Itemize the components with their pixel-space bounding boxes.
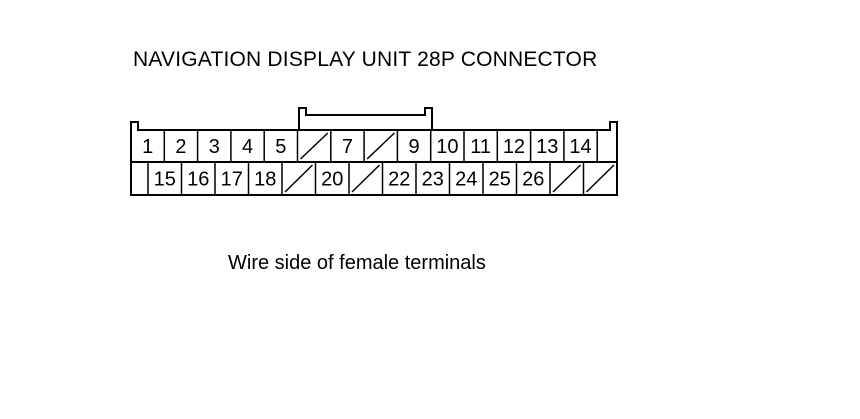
pin-label: 20: [321, 169, 343, 191]
connector-title: NAVIGATION DISPLAY UNIT 28P CONNECTOR: [133, 48, 598, 71]
pin-label: 18: [254, 169, 276, 191]
locking-tab: [298, 107, 433, 130]
pin-label: 11: [470, 136, 491, 158]
pin-label: 10: [436, 136, 458, 158]
empty-cavity-slash: [351, 164, 381, 193]
empty-cavity-slash: [552, 164, 582, 193]
pin-label: 13: [536, 136, 558, 158]
pin-label: 16: [187, 169, 209, 191]
pin-label: 17: [221, 169, 243, 191]
pin-label: 15: [154, 169, 176, 191]
view-caption: Wire side of female terminals: [228, 252, 486, 274]
pin-label: 23: [422, 169, 444, 191]
pin-label: 12: [503, 136, 525, 158]
pin-label: 14: [569, 136, 591, 158]
pin-label: 4: [242, 136, 253, 158]
pin-label: 2: [175, 136, 186, 158]
empty-cavity-slash: [366, 132, 395, 160]
pin-label: 22: [388, 169, 410, 191]
pin-label: 25: [489, 169, 511, 191]
pin-label: 9: [408, 136, 419, 158]
pin-label: 5: [275, 136, 286, 158]
pin-label: 26: [522, 169, 544, 191]
pin-label: 7: [342, 136, 353, 158]
pin-label: 1: [142, 136, 153, 158]
pin-label: 24: [455, 169, 477, 191]
pin-label: 3: [209, 136, 220, 158]
empty-cavity-slash: [585, 164, 615, 193]
empty-cavity-slash: [284, 164, 314, 193]
empty-cavity-slash: [299, 132, 329, 160]
